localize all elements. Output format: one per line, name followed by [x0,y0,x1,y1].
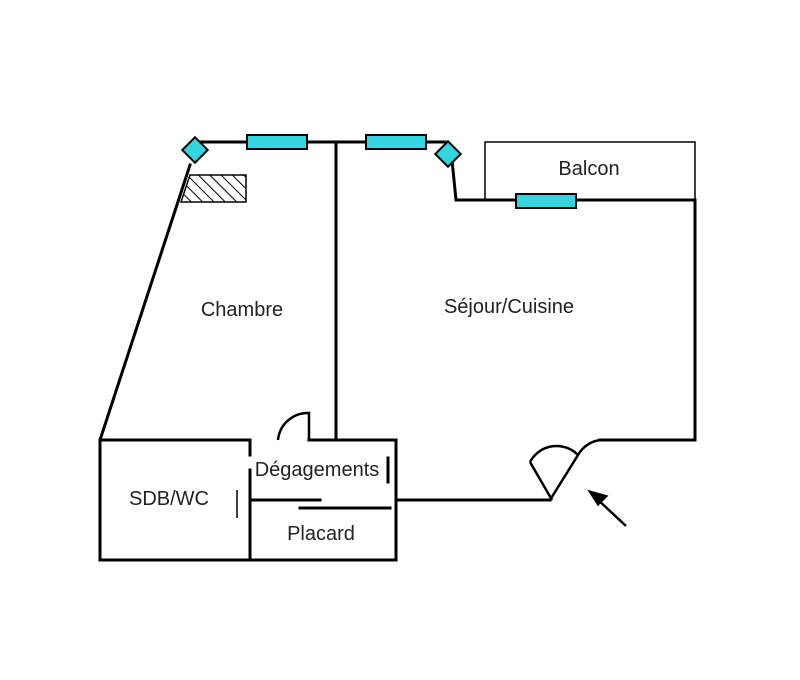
room-label-sdb: SDB/WC [129,488,209,510]
entrance-door-leaf [528,461,554,501]
chambre-door-swing [276,411,311,441]
doors [276,411,601,501]
window-sejour-north [365,134,427,150]
room-label-degagements: Dégagements [255,459,380,481]
room-label-placard: Placard [287,523,355,545]
room-label-chambre: Chambre [201,299,283,321]
room-label-sejour: Séjour/Cuisine [444,296,574,318]
arrow-up-left-icon [587,489,627,527]
entrance-door-swing-1 [528,444,580,501]
window-sejour-corner [433,139,463,169]
entrance-door-swing-2 [576,438,601,456]
hatched-cupboard-icon [179,174,247,203]
window-chambre-north [246,134,308,150]
window-chambre-corner [180,135,210,165]
room-label-balcon: Balcon [558,158,619,180]
windows [180,134,577,209]
balcon-outline [484,141,696,201]
bath-divider-wall [98,438,252,502]
window-balcon [515,193,577,209]
